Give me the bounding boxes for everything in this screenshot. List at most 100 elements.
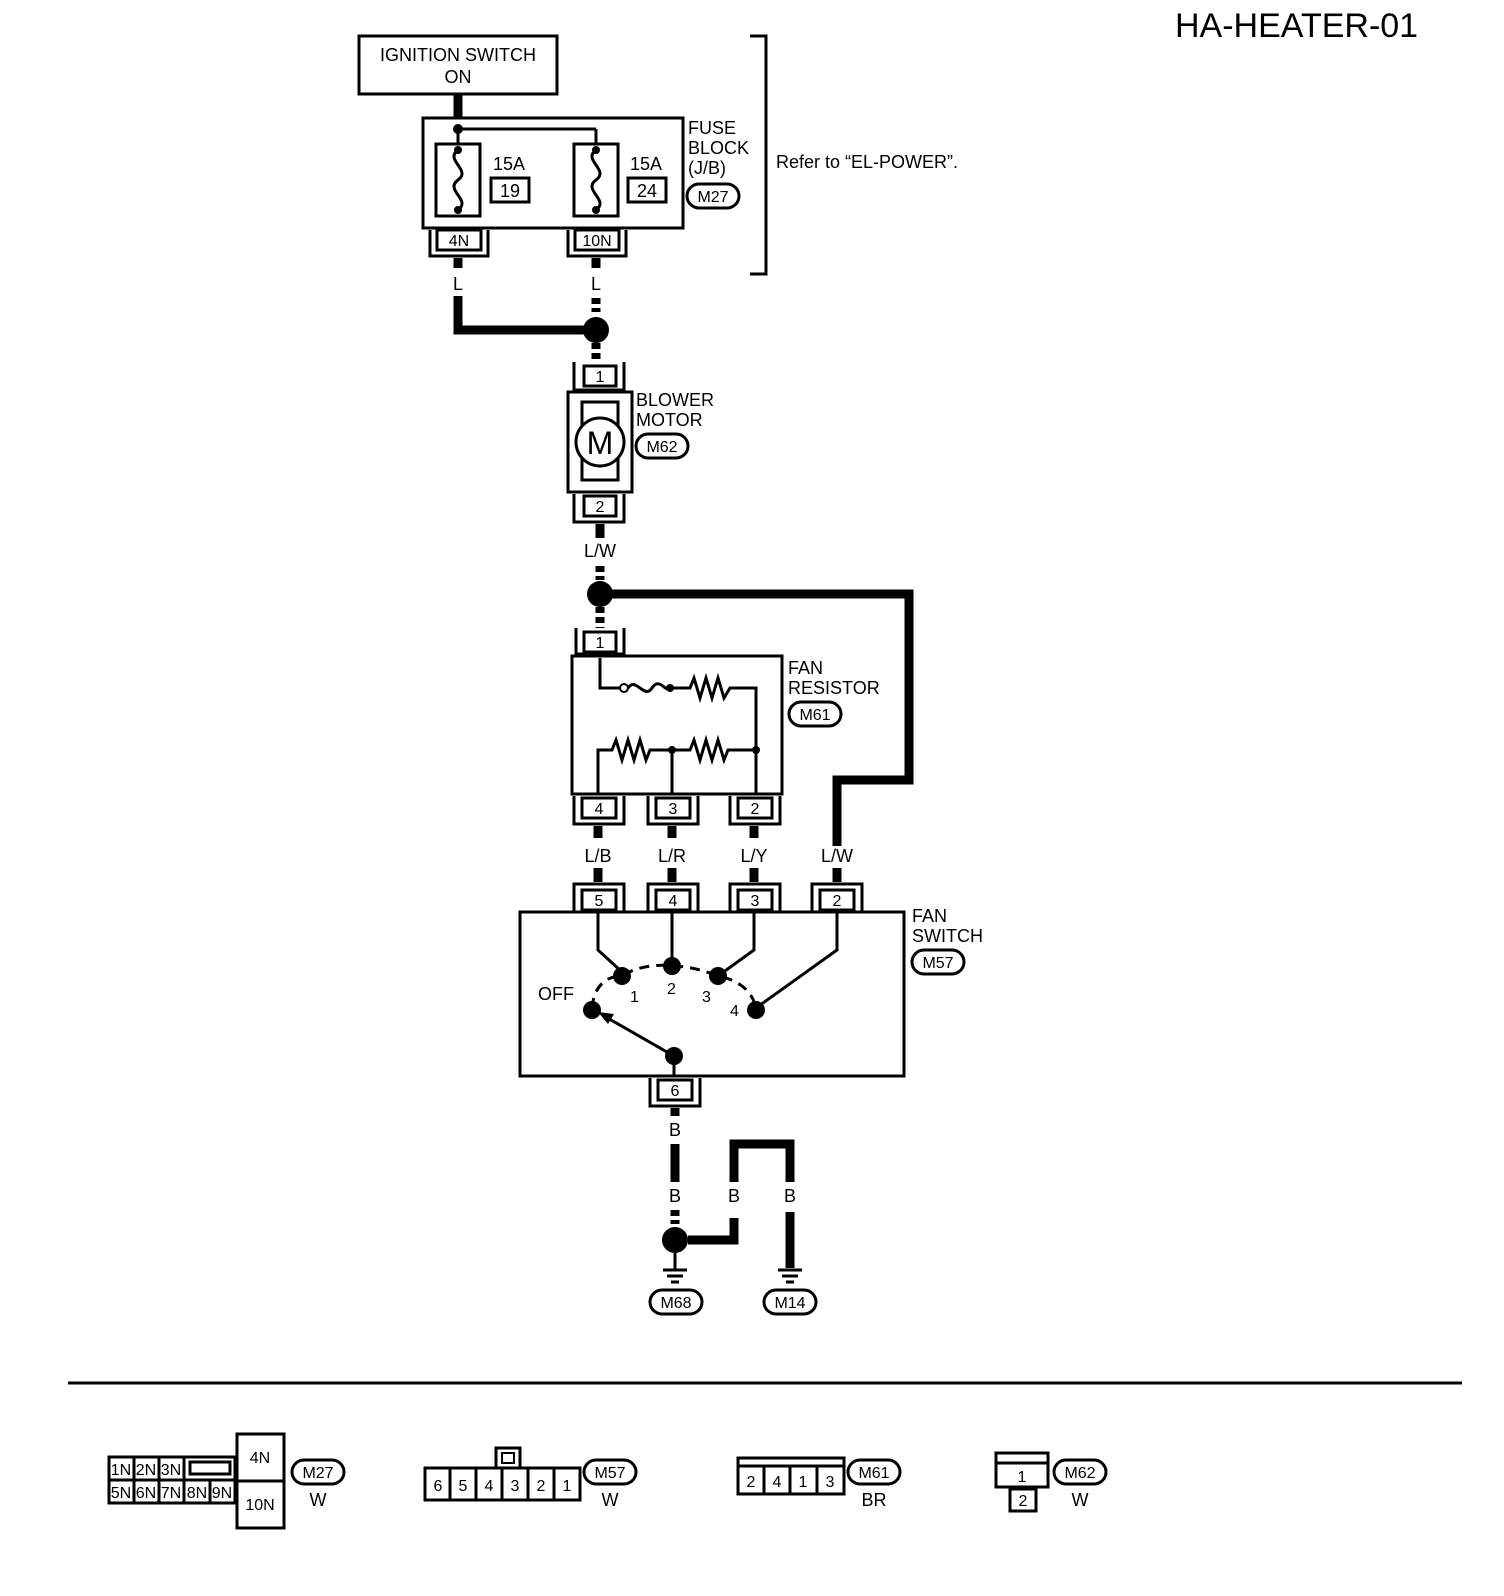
wire-color-ly: L/Y [740,846,767,866]
fan-resistor-label-line1: FAN [788,658,823,678]
motor-icon [574,416,626,468]
blower-motor-label-line2: MOTOR [636,410,703,430]
m27-connector-id: M27 [302,1465,333,1482]
m57-pin-4: 4 [485,1478,494,1495]
ground-m14-label: M14 [774,1295,805,1312]
fan-resistor-label-line2: RESISTOR [788,678,880,698]
m57-pin-1: 1 [563,1478,572,1495]
m57-pin-3: 3 [511,1478,520,1495]
connector-view-m61: 2 4 1 3 M61 BR [736,1456,902,1510]
fuse-19: 15A 19 [434,129,531,218]
m27-pin-7n: 7N [161,1485,181,1502]
m27-pin-1n: 1N [111,1462,131,1479]
fan-switch-label-line1: FAN [912,906,947,926]
switch-position-off: OFF [538,984,574,1004]
wire-color-ground-1: B [669,1120,681,1140]
terminal-4n-label: 4N [449,233,469,250]
fuse-block-connector: M27 [697,189,728,206]
fan-switch: 5 4 3 2 OFF 1 2 3 4 6 FAN SWITCH [518,882,983,1108]
fuse-24-amps: 15A [630,154,662,174]
ignition-label-line2: ON [445,67,472,87]
switch-position-3: 3 [702,989,711,1006]
switch-contact-4 [747,1001,765,1019]
ground-m14: M14 [762,1268,818,1316]
wire-color-fuse-left: L [453,274,463,294]
wire-color-lb: L/B [584,846,611,866]
m57-color: W [602,1490,619,1510]
fan-switch-connector: M57 [922,955,953,972]
switch-arrow-icon [598,1012,614,1024]
fuse-block-label-line3: (J/B) [688,158,726,178]
m61-connector-id: M61 [858,1465,889,1482]
m62-color: W [1072,1490,1089,1510]
terminal-10n: 10N [566,228,628,258]
switch-pin-2: 2 [833,893,842,910]
m57-pin-2: 2 [537,1478,546,1495]
page-title: HA-HEATER-01 [1175,7,1418,45]
ignition-label-line1: IGNITION SWITCH [380,45,536,65]
m61-pin-2: 2 [747,1474,756,1491]
motor-symbol: M [587,425,614,461]
splice-ground [662,1227,688,1253]
m57-pin-6: 6 [434,1478,443,1495]
switch-contact-3 [709,967,727,985]
m61-pin-1: 1 [799,1474,808,1491]
switch-contact-2 [663,957,681,975]
m62-pin-1: 1 [1018,1469,1027,1486]
resistor-pin-4: 4 [595,801,604,818]
splice-motor [587,581,613,607]
m61-pin-4: 4 [773,1474,782,1491]
wire-color-motor-out: L/W [584,541,616,561]
ignition-switch: IGNITION SWITCH ON [357,34,559,96]
fuse-24: 15A 24 [572,142,668,218]
ground-m68-label: M68 [660,1295,691,1312]
resistor-pin-2: 2 [751,801,760,818]
switch-pin-4: 4 [669,893,678,910]
switch-position-2: 2 [667,981,676,998]
fuse-19-number: 19 [500,181,520,201]
reference-note: Refer to “EL-POWER”. [776,152,958,172]
wire-color-ground-2: B [669,1186,681,1206]
ground-m68: M68 [648,1253,704,1316]
m27-pin-8n: 8N [187,1485,207,1502]
m61-pin-3: 3 [826,1474,835,1491]
connector-view-m62: 1 2 M62 W [994,1451,1108,1513]
wire-color-switch-feed: L/W [821,846,853,866]
fuse-block: 15A 19 15A 24 FUSE BLOCK (J/B) M27 [421,116,749,230]
fan-switch-label-line2: SWITCH [912,926,983,946]
resistor-high-icon [670,672,758,750]
m61-color: BR [861,1490,886,1510]
m27-color: W [310,1490,327,1510]
switch-pin-6: 6 [671,1083,680,1100]
m27-pin-9n: 9N [212,1485,232,1502]
motor-pin-1: 1 [596,369,605,386]
m27-pin-4n: 4N [250,1450,270,1467]
blower-motor: 1 M 2 BLOWER MOTOR M62 [566,362,714,524]
terminal-4n: 4N [428,228,490,258]
blower-motor-connector: M62 [646,439,677,456]
switch-contact-1 [613,967,631,985]
switch-pin-3: 3 [751,893,760,910]
resistor-low-icon [596,734,672,794]
fan-resistor: 1 4 3 2 FAN RESISTOR M61 [570,628,880,826]
m62-connector-id: M62 [1064,1465,1095,1482]
switch-arc [590,963,758,1009]
m57-pin-5: 5 [459,1478,468,1495]
fuse-24-number: 24 [637,181,657,201]
switch-contact-off [583,1001,601,1019]
terminal-10n-label: 10N [582,233,611,250]
fuse-block-label-line1: FUSE [688,118,736,138]
m62-pin-2: 2 [1019,1493,1028,1510]
wire-color-ground-4: B [784,1186,796,1206]
m27-pin-6n: 6N [136,1485,156,1502]
resistor-pin-3: 3 [669,801,678,818]
switch-pin-5: 5 [595,893,604,910]
m27-pin-3n: 3N [161,1462,181,1479]
resistor-mid-icon [672,734,756,766]
resistor-pin-1: 1 [596,635,605,652]
splice-fuse [583,317,609,343]
switch-position-4: 4 [730,1003,739,1020]
m27-pin-5n: 5N [111,1485,131,1502]
m27-pin-10n: 10N [245,1497,274,1514]
